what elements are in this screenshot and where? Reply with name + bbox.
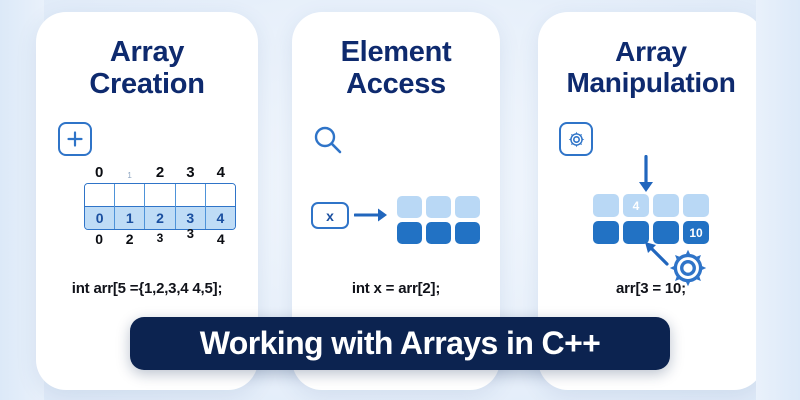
block-cell: [653, 194, 679, 217]
array-index-labels-top: 0 1 2 3 4: [84, 160, 236, 180]
array-column: 3: [175, 184, 206, 229]
block-cell: [653, 221, 679, 244]
array-cell-empty: [115, 184, 145, 206]
card-2-title-line2: Access: [346, 68, 446, 101]
array-bottom-label: 2: [125, 231, 134, 247]
array-column: 1: [115, 184, 146, 229]
arrow-right-icon: [353, 207, 388, 228]
block-cell: [426, 222, 451, 244]
card-2-title-line1: Element: [340, 36, 452, 68]
magnifier-icon[interactable]: [312, 124, 344, 161]
array-index-labels-bottom: 0 2 3 3 4: [84, 226, 236, 247]
arrow-down-icon: [637, 154, 655, 198]
card-1-code-line: int arr[5 ={1,2,3,4 4,5];: [71, 280, 223, 297]
array-cell-empty: [85, 184, 115, 206]
block-cell: [623, 221, 649, 244]
block-cell: [426, 196, 451, 218]
array-cell-empty: [205, 184, 235, 206]
block-cell-value-10: 10: [683, 221, 709, 244]
array-cell-value: 1: [115, 206, 145, 229]
block-cell: [397, 222, 422, 244]
gear-icon: [667, 247, 709, 294]
card-2-title: Element Access: [292, 36, 500, 101]
variable-box-x[interactable]: x: [311, 202, 349, 229]
array-top-label: 1: [127, 171, 132, 180]
block-cell: [397, 196, 422, 218]
array-cell-empty: [175, 184, 205, 206]
array-diagram: 0 1 2 3 4 0 1: [84, 160, 236, 247]
array-top-label: 0: [95, 164, 104, 181]
array-column: 2: [145, 184, 176, 229]
plus-in-square-icon[interactable]: [58, 122, 92, 156]
array-column: 0: [85, 184, 116, 229]
card-3-title-line1: Array: [615, 36, 687, 67]
array-bottom-label: 3: [156, 231, 164, 245]
block-cell: [683, 194, 709, 217]
array-cell-value: 0: [85, 206, 115, 229]
array-cell-value: 4: [205, 206, 235, 229]
element-blocks-grid: [397, 196, 480, 244]
array-cell-empty: [145, 184, 175, 206]
manipulation-blocks-grid: 4 10: [593, 194, 709, 244]
card-2-code-line: int x = arr[2];: [351, 280, 441, 297]
gear-in-square-icon[interactable]: [559, 122, 593, 156]
array-bottom-label: 3: [186, 226, 195, 241]
block-cell: [455, 222, 480, 244]
card-3-code-line: arr[3 = 10;: [616, 280, 686, 297]
block-cell: [455, 196, 480, 218]
array-bottom-label: 0: [95, 231, 104, 247]
array-cell-value: 3: [175, 206, 205, 229]
array-top-label: 3: [186, 164, 195, 181]
card-1-title-line1: Array: [109, 36, 185, 68]
block-cell: [593, 194, 619, 217]
card-1-title-line2: Creation: [89, 68, 205, 101]
array-bottom-label: 4: [216, 231, 225, 247]
block-cell: [593, 221, 619, 244]
array-cell-value: 2: [145, 206, 175, 229]
banner: Working with Arrays in C++: [130, 317, 670, 370]
banner-title: Working with Arrays in C++: [199, 325, 601, 361]
array-top-label: 2: [155, 164, 165, 181]
arrow-up-left-icon: [643, 240, 669, 271]
array-column: 4: [205, 184, 235, 229]
array-top-label: 4: [216, 164, 225, 181]
block-cell-value-4: 4: [623, 194, 649, 217]
card-1-title: Array Creation: [36, 36, 258, 101]
array-cells-grid: 0 1 2 3 4: [84, 183, 236, 230]
card-3-title: Array Manipulation: [538, 36, 764, 99]
card-3-title-line2: Manipulation: [566, 67, 736, 99]
